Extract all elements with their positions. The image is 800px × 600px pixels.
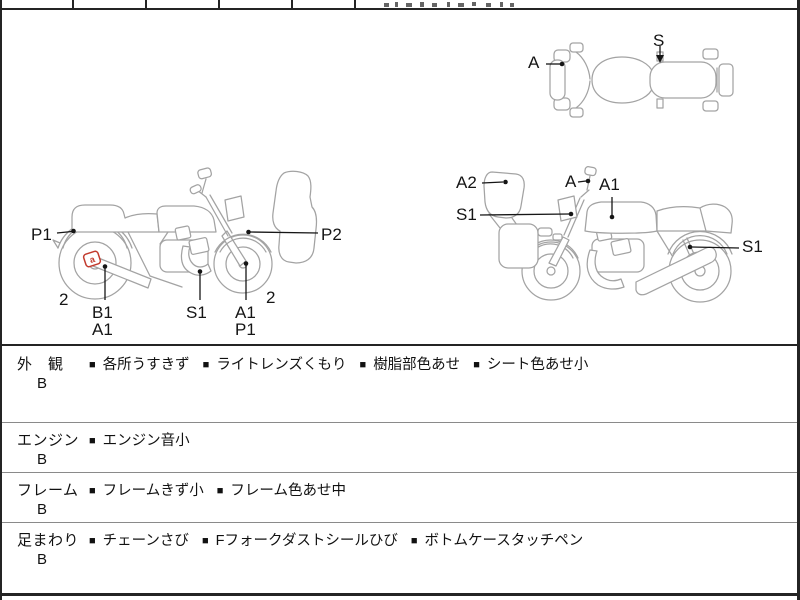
damage-marker-icon: a (82, 250, 102, 268)
category-label: エンジン (17, 432, 80, 449)
damage-marker-letter: a (88, 254, 97, 265)
inspection-item: ■ チェーンさび (89, 529, 189, 550)
label-p1-rear-fender: P1 (31, 225, 52, 244)
grade-value: B (37, 551, 48, 568)
category-label: 外 観 (17, 356, 64, 373)
square-bullet-icon: ■ (410, 535, 418, 547)
inspection-item-text: フレーム色あせ中 (230, 483, 346, 499)
inspection-item-text: ボトムケースタッチペン (424, 533, 584, 549)
label-b1-swingarm: B1 (92, 303, 113, 322)
label-p1-front-fork: P1 (235, 320, 256, 339)
inspection-item: ■ ライトレンズくもり (203, 353, 347, 374)
grade-value: B (37, 451, 48, 468)
table-column-divider (218, 0, 220, 9)
inspection-items: ■ エンジン音小 (89, 429, 190, 450)
label-s1-headlight: S1 (456, 205, 477, 224)
label-a-topview: A (528, 53, 540, 72)
clipped-header-text-fragment (384, 3, 389, 7)
clipped-header-text-fragment (458, 3, 464, 7)
clipped-header-text-fragment (500, 2, 503, 7)
table-row-divider (2, 472, 797, 473)
sheet-right-border (797, 0, 800, 600)
inspection-item-text: Fフォークダストシールひび (215, 533, 398, 549)
clipped-header-text-fragment (406, 3, 412, 7)
label-a1-swingarm: A1 (92, 320, 113, 339)
label-p2-front-fender: P2 (321, 225, 342, 244)
table-column-divider (72, 0, 74, 9)
inspection-items: ■ フレームきず小 ■ フレーム色あせ中 (89, 479, 346, 500)
label-a2-windshield: A2 (456, 173, 477, 192)
category-label: フレーム (17, 482, 79, 499)
label-a-mirror: A (565, 172, 577, 191)
table-top-border (0, 344, 800, 346)
inspection-items: ■ チェーンさび ■ Fフォークダストシールひび ■ ボトムケースタッチペン (89, 529, 583, 550)
leader-lines (56, 46, 740, 300)
motorcycle-right-side-view (483, 166, 733, 303)
header-row-bottom-border (0, 8, 800, 10)
clipped-header-text-fragment (395, 2, 398, 7)
clipped-header-text-fragment (420, 2, 424, 7)
table-column-divider (354, 0, 356, 9)
inspection-item: ■ 各所うすきず (89, 353, 190, 374)
category-label: 足まわり (17, 532, 80, 549)
clipped-header-text-fragment (432, 3, 437, 7)
inspection-items: ■ 各所うすきず ■ ライトレンズくもり ■ 樹脂部色あせ ■ シート色あせ小 (89, 353, 588, 374)
inspection-item-text: 樹脂部色あせ (373, 357, 461, 373)
label-a1-tank: A1 (599, 175, 620, 194)
inspection-item-text: エンジン音小 (102, 433, 190, 449)
inspection-item: ■ エンジン音小 (89, 429, 190, 450)
inspection-row-frame: フレーム B ■ フレームきず小 ■ フレーム色あせ中 (0, 473, 797, 522)
inspection-item-text: シート色あせ小 (486, 357, 589, 373)
inspection-row-engine: エンジン B ■ エンジン音小 (0, 423, 797, 472)
square-bullet-icon: ■ (89, 485, 96, 497)
sheet-bottom-border (0, 593, 800, 596)
square-bullet-icon: ■ (201, 535, 209, 547)
table-row-divider (2, 522, 797, 523)
clipped-header-text-fragment (472, 2, 476, 6)
label-s1-exhaust: S1 (186, 303, 207, 322)
inspection-row-undercarriage: 足まわり B ■ チェーンさび ■ Fフォークダストシールひび ■ ボトムケースタッチ… (0, 523, 797, 593)
inspection-item: ■ 樹脂部色あせ (360, 353, 461, 374)
inspection-item: ■ ボトムケースタッチペン (411, 529, 583, 550)
inspection-item-text: チェーンさび (102, 533, 189, 549)
motorcycle-top-view (549, 42, 734, 118)
inspection-row-exterior: 外 観 B ■ 各所うすきず ■ ライトレンズくもり ■ 樹脂部色あせ ■ シート色あせ… (0, 347, 797, 422)
label-a1-front-fork: A1 (235, 303, 256, 322)
inspection-item-text: ライトレンズくもり (216, 357, 347, 373)
square-bullet-icon: ■ (89, 535, 96, 547)
clipped-header-text-fragment (447, 2, 450, 7)
clipped-header-text-fragment (510, 3, 514, 7)
inspection-item-text: フレームきず小 (102, 483, 204, 499)
inspection-item: ■ Fフォークダストシールひび (202, 529, 398, 550)
inspection-item: ■ シート色あせ小 (473, 353, 588, 374)
square-bullet-icon: ■ (216, 485, 224, 497)
table-column-divider (145, 0, 147, 9)
table-column-divider (291, 0, 293, 9)
sheet-left-border (0, 0, 2, 600)
grade-value: B (37, 375, 48, 392)
square-bullet-icon: ■ (202, 359, 210, 371)
square-bullet-icon: ■ (359, 359, 367, 371)
inspection-item-text: 各所うすきず (102, 357, 190, 373)
inspection-item: ■ フレームきず小 (89, 479, 204, 500)
label-2-rear-wheel: 2 (59, 290, 69, 309)
square-bullet-icon: ■ (89, 435, 96, 447)
motorcycle-left-side-view (52, 167, 318, 300)
square-bullet-icon: ■ (473, 359, 480, 371)
label-s-topview: S (653, 31, 665, 50)
grade-value: B (37, 501, 48, 518)
square-bullet-icon: ■ (89, 359, 96, 371)
label-2-front-wheel: 2 (266, 288, 276, 307)
label-s1-rear-shock: S1 (742, 237, 763, 256)
clipped-header-text-fragment (486, 3, 491, 7)
table-row-divider (2, 422, 797, 423)
inspection-item: ■ フレーム色あせ中 (217, 479, 346, 500)
